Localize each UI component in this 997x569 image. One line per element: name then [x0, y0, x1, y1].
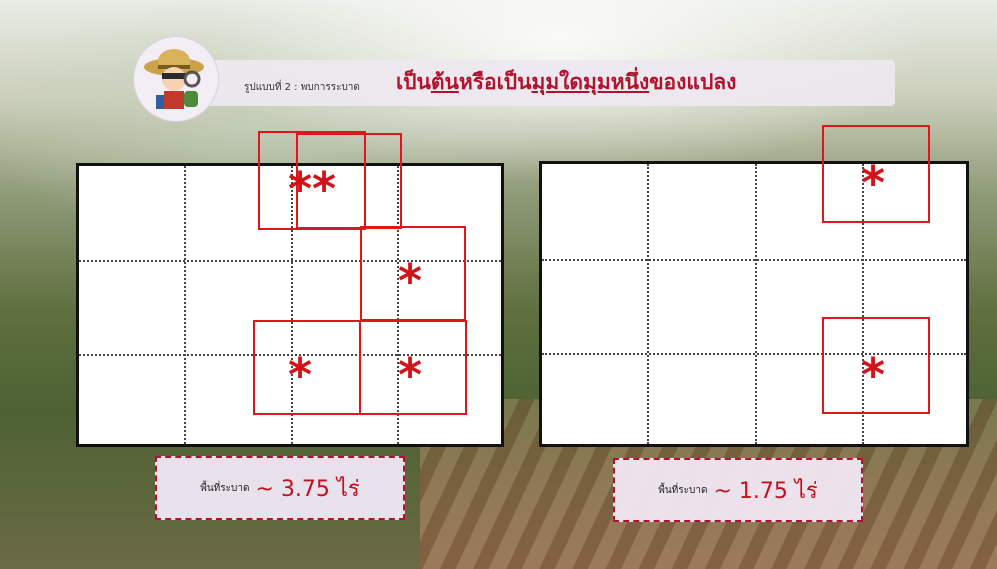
infestation-mark: * — [398, 254, 423, 308]
area-value: ~ 3.75 ไร่ — [255, 476, 360, 502]
right-field-grid — [539, 161, 969, 447]
grid-line — [184, 166, 186, 444]
grid-line — [542, 259, 966, 261]
title-prefix: รูปแบบที่ 2 : พบการระบาด — [244, 82, 360, 93]
infestation-mark: * — [288, 348, 313, 402]
grid-line — [542, 353, 966, 355]
area-label: พื้นที่ระบาด — [658, 484, 708, 496]
grid-line — [755, 164, 757, 444]
infestation-mark: * — [861, 348, 886, 402]
infestation-mark: * — [398, 348, 423, 402]
infestation-mark: ** — [288, 162, 337, 216]
title-banner — [170, 60, 895, 106]
grid-line — [647, 164, 649, 444]
right-area-label-box: พื้นที่ระบาด ~ 1.75 ไร่ — [613, 458, 863, 522]
infestation-box — [822, 317, 930, 414]
grid-line — [79, 260, 501, 262]
title-part1: เป็น — [396, 70, 431, 94]
grid-line — [862, 164, 864, 444]
page-title: เป็นต้นหรือเป็นมุมใดมุมหนึ่งของแปลง — [396, 66, 736, 99]
left-field-grid — [76, 163, 504, 447]
area-label: พื้นที่ระบาด — [200, 482, 250, 494]
infestation-mark: * — [861, 156, 886, 210]
title-part5: ของแปลง — [649, 70, 737, 94]
left-area-label-box: พื้นที่ระบาด ~ 3.75 ไร่ — [155, 456, 405, 520]
infestation-box — [258, 131, 366, 230]
area-value: ~ 1.75 ไร่ — [713, 478, 818, 504]
infestation-box — [822, 125, 930, 223]
title-part4: มุมใดมุมหนึ่ง — [531, 70, 650, 94]
infestation-box — [359, 320, 467, 415]
grid-line — [397, 166, 399, 444]
grid-line — [79, 354, 501, 356]
infestation-box — [296, 133, 402, 229]
farmer-with-magnifier-icon — [133, 36, 219, 122]
grid-line — [291, 166, 293, 444]
title-part3: หรือเป็น — [458, 70, 532, 94]
title-part2: ต้น — [430, 70, 459, 94]
